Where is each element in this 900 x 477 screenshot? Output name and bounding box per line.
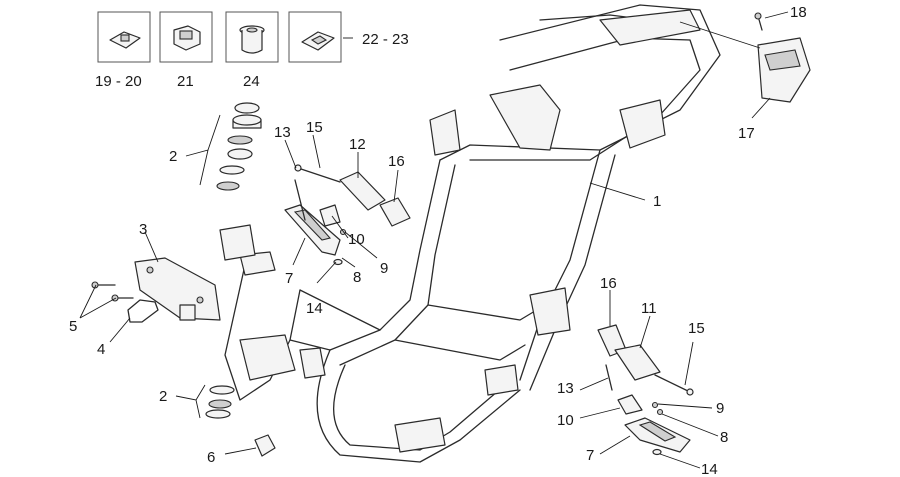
callout-17: 17 [738,125,755,142]
callout-16-left: 16 [388,153,405,170]
callout-4: 4 [97,341,105,358]
screws-5 [91,281,134,302]
callout-10-right: 10 [557,412,574,429]
footrest-right [597,324,694,456]
callout-2-bottom: 2 [159,388,167,405]
callout-15-right: 15 [688,320,705,337]
callout-7-right: 7 [586,447,594,464]
callout-16-right: 16 [600,275,617,292]
callout-1: 1 [653,193,661,210]
callout-9-left: 9 [380,260,388,277]
callout-5: 5 [69,318,77,335]
callout-18: 18 [790,4,807,21]
clamp-6 [254,434,276,457]
callout-13-right: 13 [557,380,574,397]
footrest-left [284,164,411,266]
callout-11: 11 [641,300,657,317]
main-frame [219,4,721,463]
callout-13-left: 13 [274,124,291,141]
thumbnail-clip-19-20 [97,11,151,63]
callout-12: 12 [349,136,366,153]
callout-8-right: 8 [720,429,728,446]
cover-17 [754,12,811,103]
callout-21: 21 [177,73,194,90]
callout-7-left: 7 [285,270,293,287]
callout-9-right: 9 [716,400,724,417]
leader-lines [79,11,789,469]
thumbnail-clip-22-23 [288,11,342,63]
callout-14-right: 14 [701,461,718,477]
callout-6: 6 [207,449,215,466]
bearing-stack-top [216,102,262,191]
callout-22-23: 22 - 23 [362,31,409,48]
thumbnail-grommet-24 [225,11,279,63]
callout-3: 3 [139,221,147,238]
callout-8-left: 8 [353,269,361,286]
callout-15-left: 15 [306,119,323,136]
callout-2-top: 2 [169,148,177,165]
callout-19-20: 19 - 20 [95,73,142,90]
bracket-3 [134,257,221,321]
bearing-stack-bottom [205,385,235,419]
callout-24: 24 [243,73,260,90]
callout-10-left: 10 [348,231,365,248]
thumbnail-clip-21 [159,11,213,63]
callout-labels: 1 2 2 3 4 5 6 7 7 8 8 9 9 10 10 11 12 13… [69,4,807,477]
callout-14-left: 14 [306,300,323,317]
gasket-4 [127,299,159,323]
